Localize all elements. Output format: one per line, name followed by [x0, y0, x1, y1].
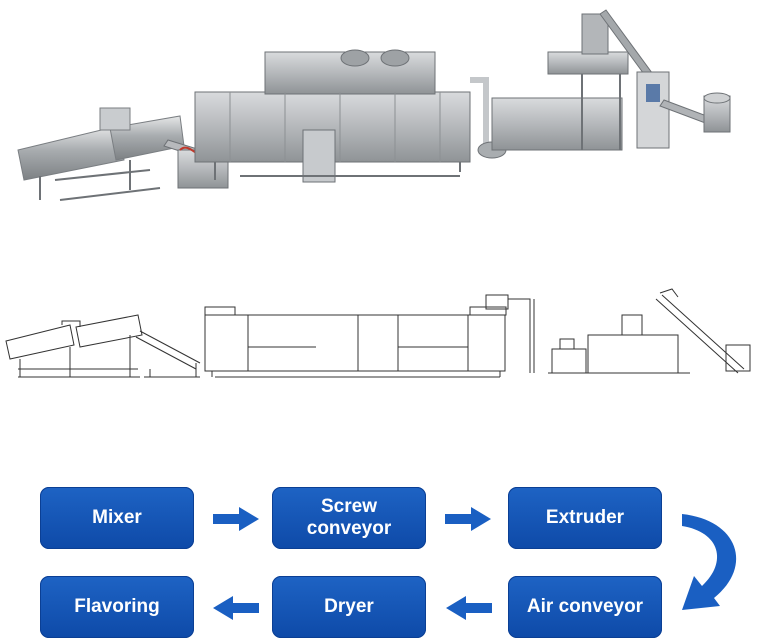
dryer-machine — [194, 49, 471, 183]
arrow-left-icon — [446, 596, 492, 620]
feeder-machine — [659, 92, 731, 133]
step-dryer: Dryer — [272, 576, 426, 638]
process-flow-diagram: Mixer Screw conveyor Extruder Flavoring … — [0, 480, 761, 643]
step-mixer: Mixer — [40, 487, 194, 549]
production-line-photo — [17, 9, 731, 201]
step-dryer-label: Dryer — [324, 596, 374, 617]
step-air-conveyor: Air conveyor — [508, 576, 662, 638]
step-screw-conveyor: Screw conveyor — [272, 487, 426, 549]
flavoring-drum-machine — [17, 107, 185, 201]
arrow-left-icon — [213, 596, 259, 620]
step-screw-conveyor-label-line1: Screw — [321, 496, 377, 517]
arrow-right-icon — [213, 507, 259, 531]
step-mixer-label: Mixer — [92, 507, 142, 528]
step-air-conveyor-label: Air conveyor — [526, 596, 644, 617]
step-flavoring-label: Flavoring — [74, 596, 160, 617]
step-extruder: Extruder — [508, 487, 662, 549]
production-line-drawing — [5, 288, 751, 378]
curved-arrow-down-icon — [682, 514, 737, 610]
step-screw-conveyor-label-line2: conveyor — [306, 518, 392, 539]
step-extruder-label: Extruder — [545, 507, 625, 528]
step-flavoring: Flavoring — [40, 576, 194, 638]
arrow-right-icon — [445, 507, 491, 531]
extruder-machine — [491, 9, 670, 151]
